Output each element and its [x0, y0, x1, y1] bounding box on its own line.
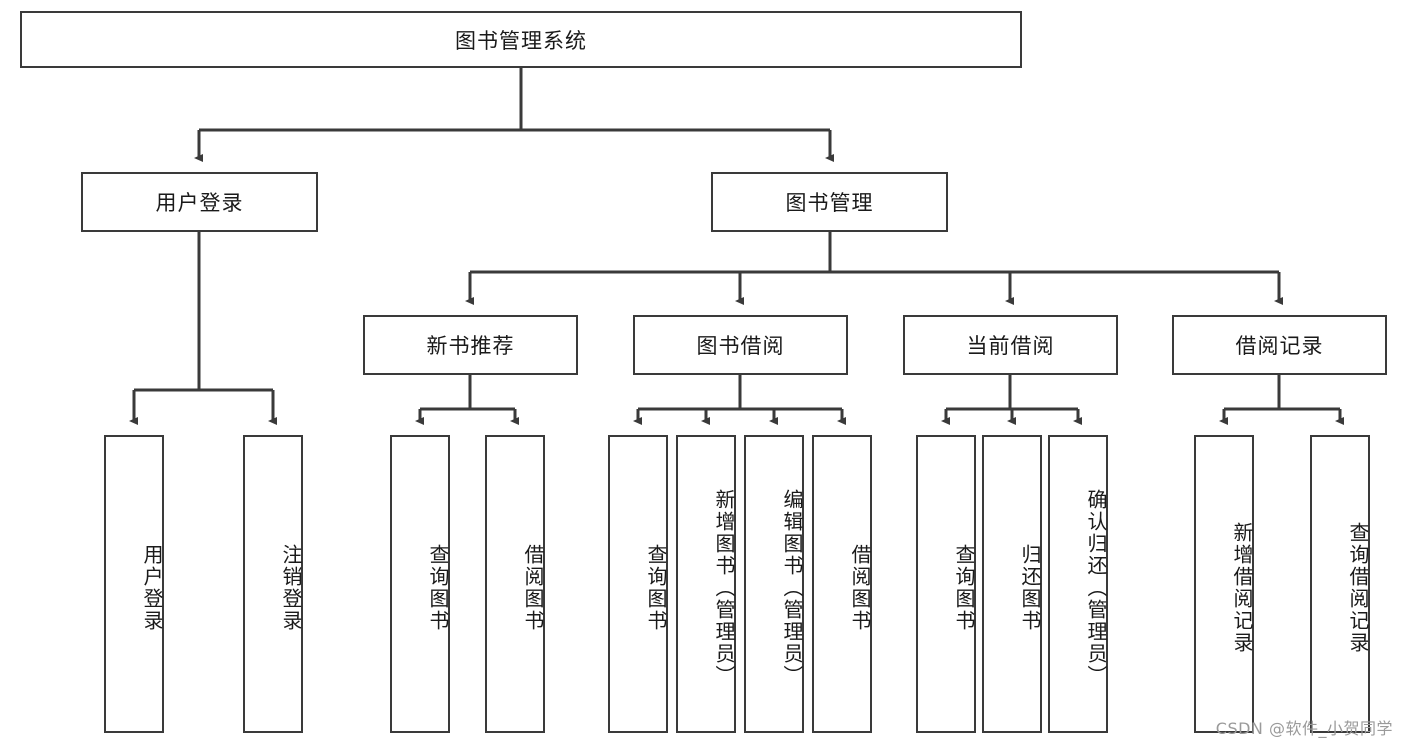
leaf-return-book-label: 归还图书 [1018, 544, 1042, 632]
leaf-query-borrow-record[interactable]: 查询借阅记录 [1310, 435, 1370, 733]
node-borrow-records-label: 借阅记录 [1235, 334, 1324, 358]
leaf-query-book-borrow[interactable]: 查询图书 [608, 435, 668, 733]
node-book-borrow[interactable]: 图书借阅 [633, 315, 848, 375]
leaf-query-book-current-label: 查询图书 [952, 544, 976, 632]
leaf-return-book[interactable]: 归还图书 [982, 435, 1042, 733]
leaf-user-logout[interactable]: 注销登录 [243, 435, 303, 733]
leaf-user-logout-label: 注销登录 [279, 544, 303, 632]
leaf-confirm-return-admin-label: 确认归还（管理员） [1084, 489, 1108, 687]
leaf-user-login[interactable]: 用户登录 [104, 435, 164, 733]
leaf-confirm-return-admin[interactable]: 确认归还（管理员） [1048, 435, 1108, 733]
leaf-query-borrow-record-label: 查询借阅记录 [1346, 522, 1370, 654]
leaf-query-book-current[interactable]: 查询图书 [916, 435, 976, 733]
watermark: CSDN @软件_小贺同学 [1215, 719, 1393, 738]
node-user-login[interactable]: 用户登录 [81, 172, 318, 232]
node-root-label: 图书管理系统 [455, 28, 587, 53]
node-new-book-recommend[interactable]: 新书推荐 [363, 315, 578, 375]
node-root[interactable]: 图书管理系统 [20, 11, 1022, 68]
leaf-edit-book-admin[interactable]: 编辑图书（管理员） [744, 435, 804, 733]
leaf-edit-book-admin-label: 编辑图书（管理员） [780, 489, 804, 687]
node-book-borrow-label: 图书借阅 [696, 334, 785, 358]
node-current-borrow[interactable]: 当前借阅 [903, 315, 1118, 375]
leaf-borrow-book-label: 借阅图书 [848, 544, 872, 632]
leaf-add-book-admin[interactable]: 新增图书（管理员） [676, 435, 736, 733]
node-book-management[interactable]: 图书管理 [711, 172, 948, 232]
node-borrow-records[interactable]: 借阅记录 [1172, 315, 1387, 375]
leaf-add-borrow-record[interactable]: 新增借阅记录 [1194, 435, 1254, 733]
node-user-login-label: 用户登录 [155, 191, 244, 215]
leaf-borrow-book-newbook-label: 借阅图书 [521, 544, 545, 632]
node-current-borrow-label: 当前借阅 [966, 334, 1055, 358]
node-new-book-recommend-label: 新书推荐 [426, 334, 515, 358]
leaf-query-book-newbook[interactable]: 查询图书 [390, 435, 450, 733]
leaf-borrow-book[interactable]: 借阅图书 [812, 435, 872, 733]
leaf-user-login-label: 用户登录 [140, 544, 164, 632]
leaf-query-book-borrow-label: 查询图书 [644, 544, 668, 632]
leaf-add-book-admin-label: 新增图书（管理员） [712, 489, 736, 687]
node-book-management-label: 图书管理 [785, 191, 874, 215]
leaf-borrow-book-newbook[interactable]: 借阅图书 [485, 435, 545, 733]
leaf-query-book-newbook-label: 查询图书 [426, 544, 450, 632]
leaf-add-borrow-record-label: 新增借阅记录 [1230, 522, 1254, 654]
